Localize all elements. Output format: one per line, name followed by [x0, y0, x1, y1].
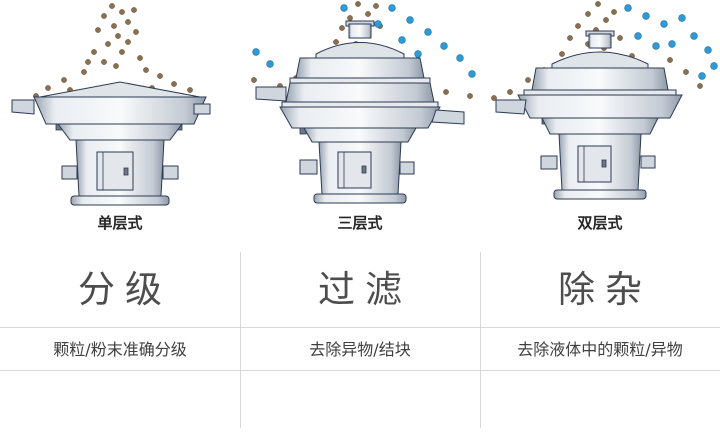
feature-title: 除杂 — [558, 268, 652, 311]
machine-body — [495, 30, 683, 200]
feature-description: 去除液体中的颗粒/异物 — [480, 327, 720, 371]
column-impurity-removal: 双层式 除杂 去除液体中的颗粒/异物 — [480, 0, 720, 371]
double-layer-sieve-icon — [491, 1, 718, 200]
falling-particles-blue — [252, 4, 476, 78]
machine-type-label: 单层式 — [97, 214, 143, 232]
three-layer-machine-illustration — [240, 0, 480, 212]
feature-description: 颗粒/粉末准确分级 — [0, 327, 240, 371]
single-layer-machine-illustration — [0, 0, 240, 212]
feature-block-classification: 分级 颗粒/粉末准确分级 — [0, 252, 240, 371]
column-filtration: 三层式 过滤 去除异物/结块 — [240, 0, 480, 371]
feature-title: 分级 — [78, 268, 172, 311]
machine-body — [255, 20, 465, 204]
feature-block-filtration: 过滤 去除异物/结块 — [240, 252, 480, 371]
machine-columns: 单层式 分级 颗粒/粉末准确分级 — [0, 0, 720, 371]
double-layer-machine-illustration — [480, 0, 720, 212]
vertical-divider — [240, 252, 241, 428]
vertical-divider — [480, 252, 481, 428]
three-layer-sieve-icon — [251, 1, 476, 204]
single-layer-sieve-icon — [11, 3, 211, 206]
column-classification: 单层式 分级 颗粒/粉末准确分级 — [0, 0, 240, 371]
machine-body — [11, 81, 211, 206]
feature-title: 过滤 — [318, 268, 412, 311]
feature-block-impurity-removal: 除杂 去除液体中的颗粒/异物 — [480, 252, 720, 371]
machine-type-label: 双层式 — [577, 214, 623, 232]
machine-type-label: 三层式 — [337, 214, 383, 232]
falling-particles-blue — [624, 4, 718, 80]
feature-description: 去除异物/结块 — [240, 327, 480, 371]
